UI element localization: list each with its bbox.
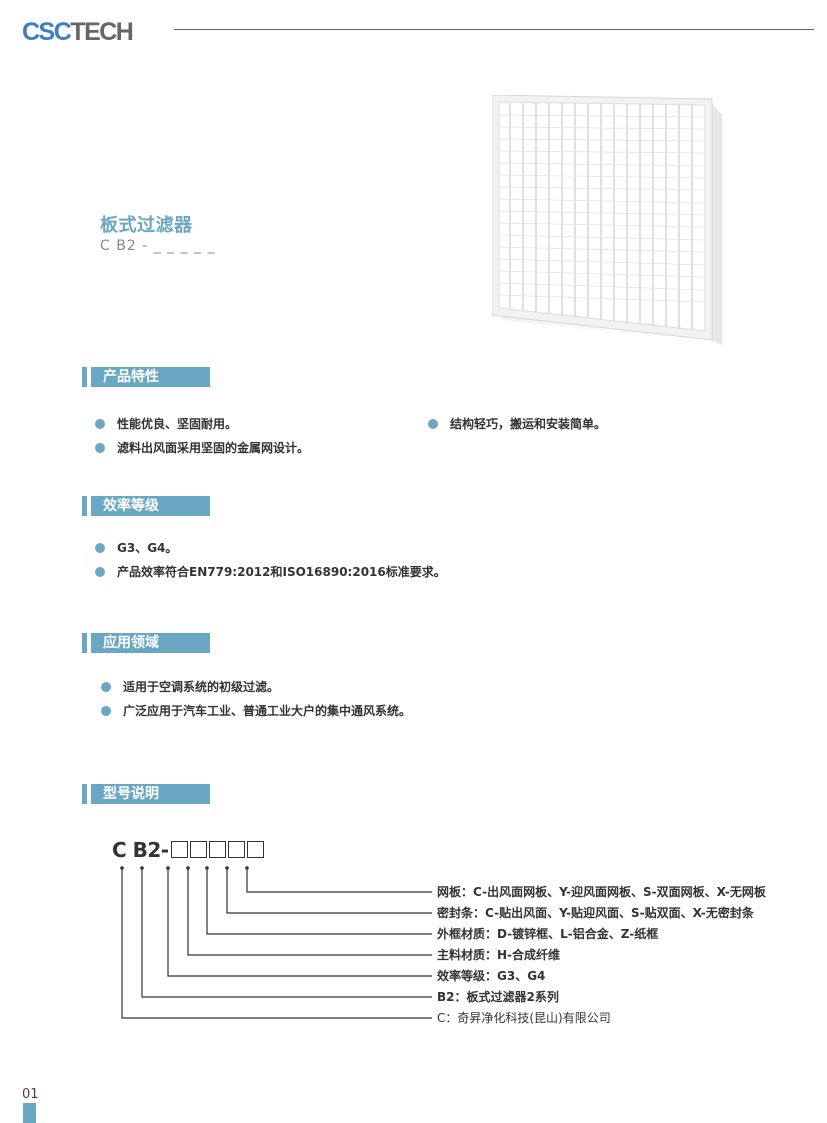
logo-csc: CSC xyxy=(22,18,72,46)
efficiency-item: 产品效率符合EN779:2012和ISO16890:2016标准要求。 xyxy=(95,564,446,580)
legend-efficiency: 效率等级：G3、G4 xyxy=(437,969,546,983)
section-title: 型号说明 xyxy=(91,784,210,804)
product-title: 板式过滤器 xyxy=(100,215,193,236)
feature-item: 结构轻巧，搬运和安装简单。 xyxy=(428,416,606,432)
legend-seal: 密封条：C-贴出风面、Y-贴迎风面、S-贴双面、X-无密封条 xyxy=(437,906,754,920)
brand-logo: CSCTECH xyxy=(22,18,134,46)
legend-media: 主料材质：H-合成纤维 xyxy=(437,948,561,962)
slot-box-icon xyxy=(208,841,226,858)
section-title: 效率等级 xyxy=(91,496,210,516)
page-tab-marker xyxy=(23,1103,36,1123)
slot-box-icon xyxy=(189,841,207,858)
section-tick xyxy=(82,784,87,804)
model-code-prefix: C B2- xyxy=(112,838,169,862)
header-rule xyxy=(174,29,814,30)
bullet-dot-icon xyxy=(95,443,105,453)
legend-company: C：奇昇净化科技(昆山)有限公司 xyxy=(437,1011,611,1025)
bullet-dot-icon xyxy=(95,419,105,429)
slot-box-icon xyxy=(227,841,245,858)
section-tick xyxy=(82,633,87,653)
section-title: 产品特性 xyxy=(91,367,210,387)
application-item: 广泛应用于汽车工业、普通工业大户的集中通风系统。 xyxy=(101,703,411,719)
application-item: 适用于空调系统的初级过滤。 xyxy=(101,679,279,695)
logo-tech: TECH xyxy=(70,18,134,46)
product-model-code: C B2 - _ _ _ _ _ xyxy=(100,238,216,254)
bullet-dot-icon xyxy=(101,682,111,692)
legend-mesh: 网板：C-出风面网板、Y-迎风面网板、S-双面网板、X-无网板 xyxy=(437,885,766,899)
slot-box-icon xyxy=(246,841,264,858)
section-tick xyxy=(82,496,87,516)
panel-filter-photo xyxy=(491,94,722,345)
section-tick xyxy=(82,367,87,387)
bullet-dot-icon xyxy=(428,419,438,429)
feature-item: 滤料出风面采用坚固的金属网设计。 xyxy=(95,440,309,456)
legend-series: B2：板式过滤器2系列 xyxy=(437,990,559,1004)
bullet-dot-icon xyxy=(95,543,105,553)
slot-box-icon xyxy=(170,841,188,858)
section-title: 应用领域 xyxy=(91,633,210,653)
feature-item: 性能优良、坚固耐用。 xyxy=(95,416,237,432)
efficiency-item: G3、G4。 xyxy=(95,540,177,556)
legend-frame: 外框材质：D-镀锌框、L-铝合金、Z-纸框 xyxy=(437,927,659,941)
bullet-dot-icon xyxy=(101,706,111,716)
bullet-dot-icon xyxy=(95,567,105,577)
page-number: 01 xyxy=(22,1087,39,1102)
model-code-diagram-title: C B2- xyxy=(112,838,264,862)
